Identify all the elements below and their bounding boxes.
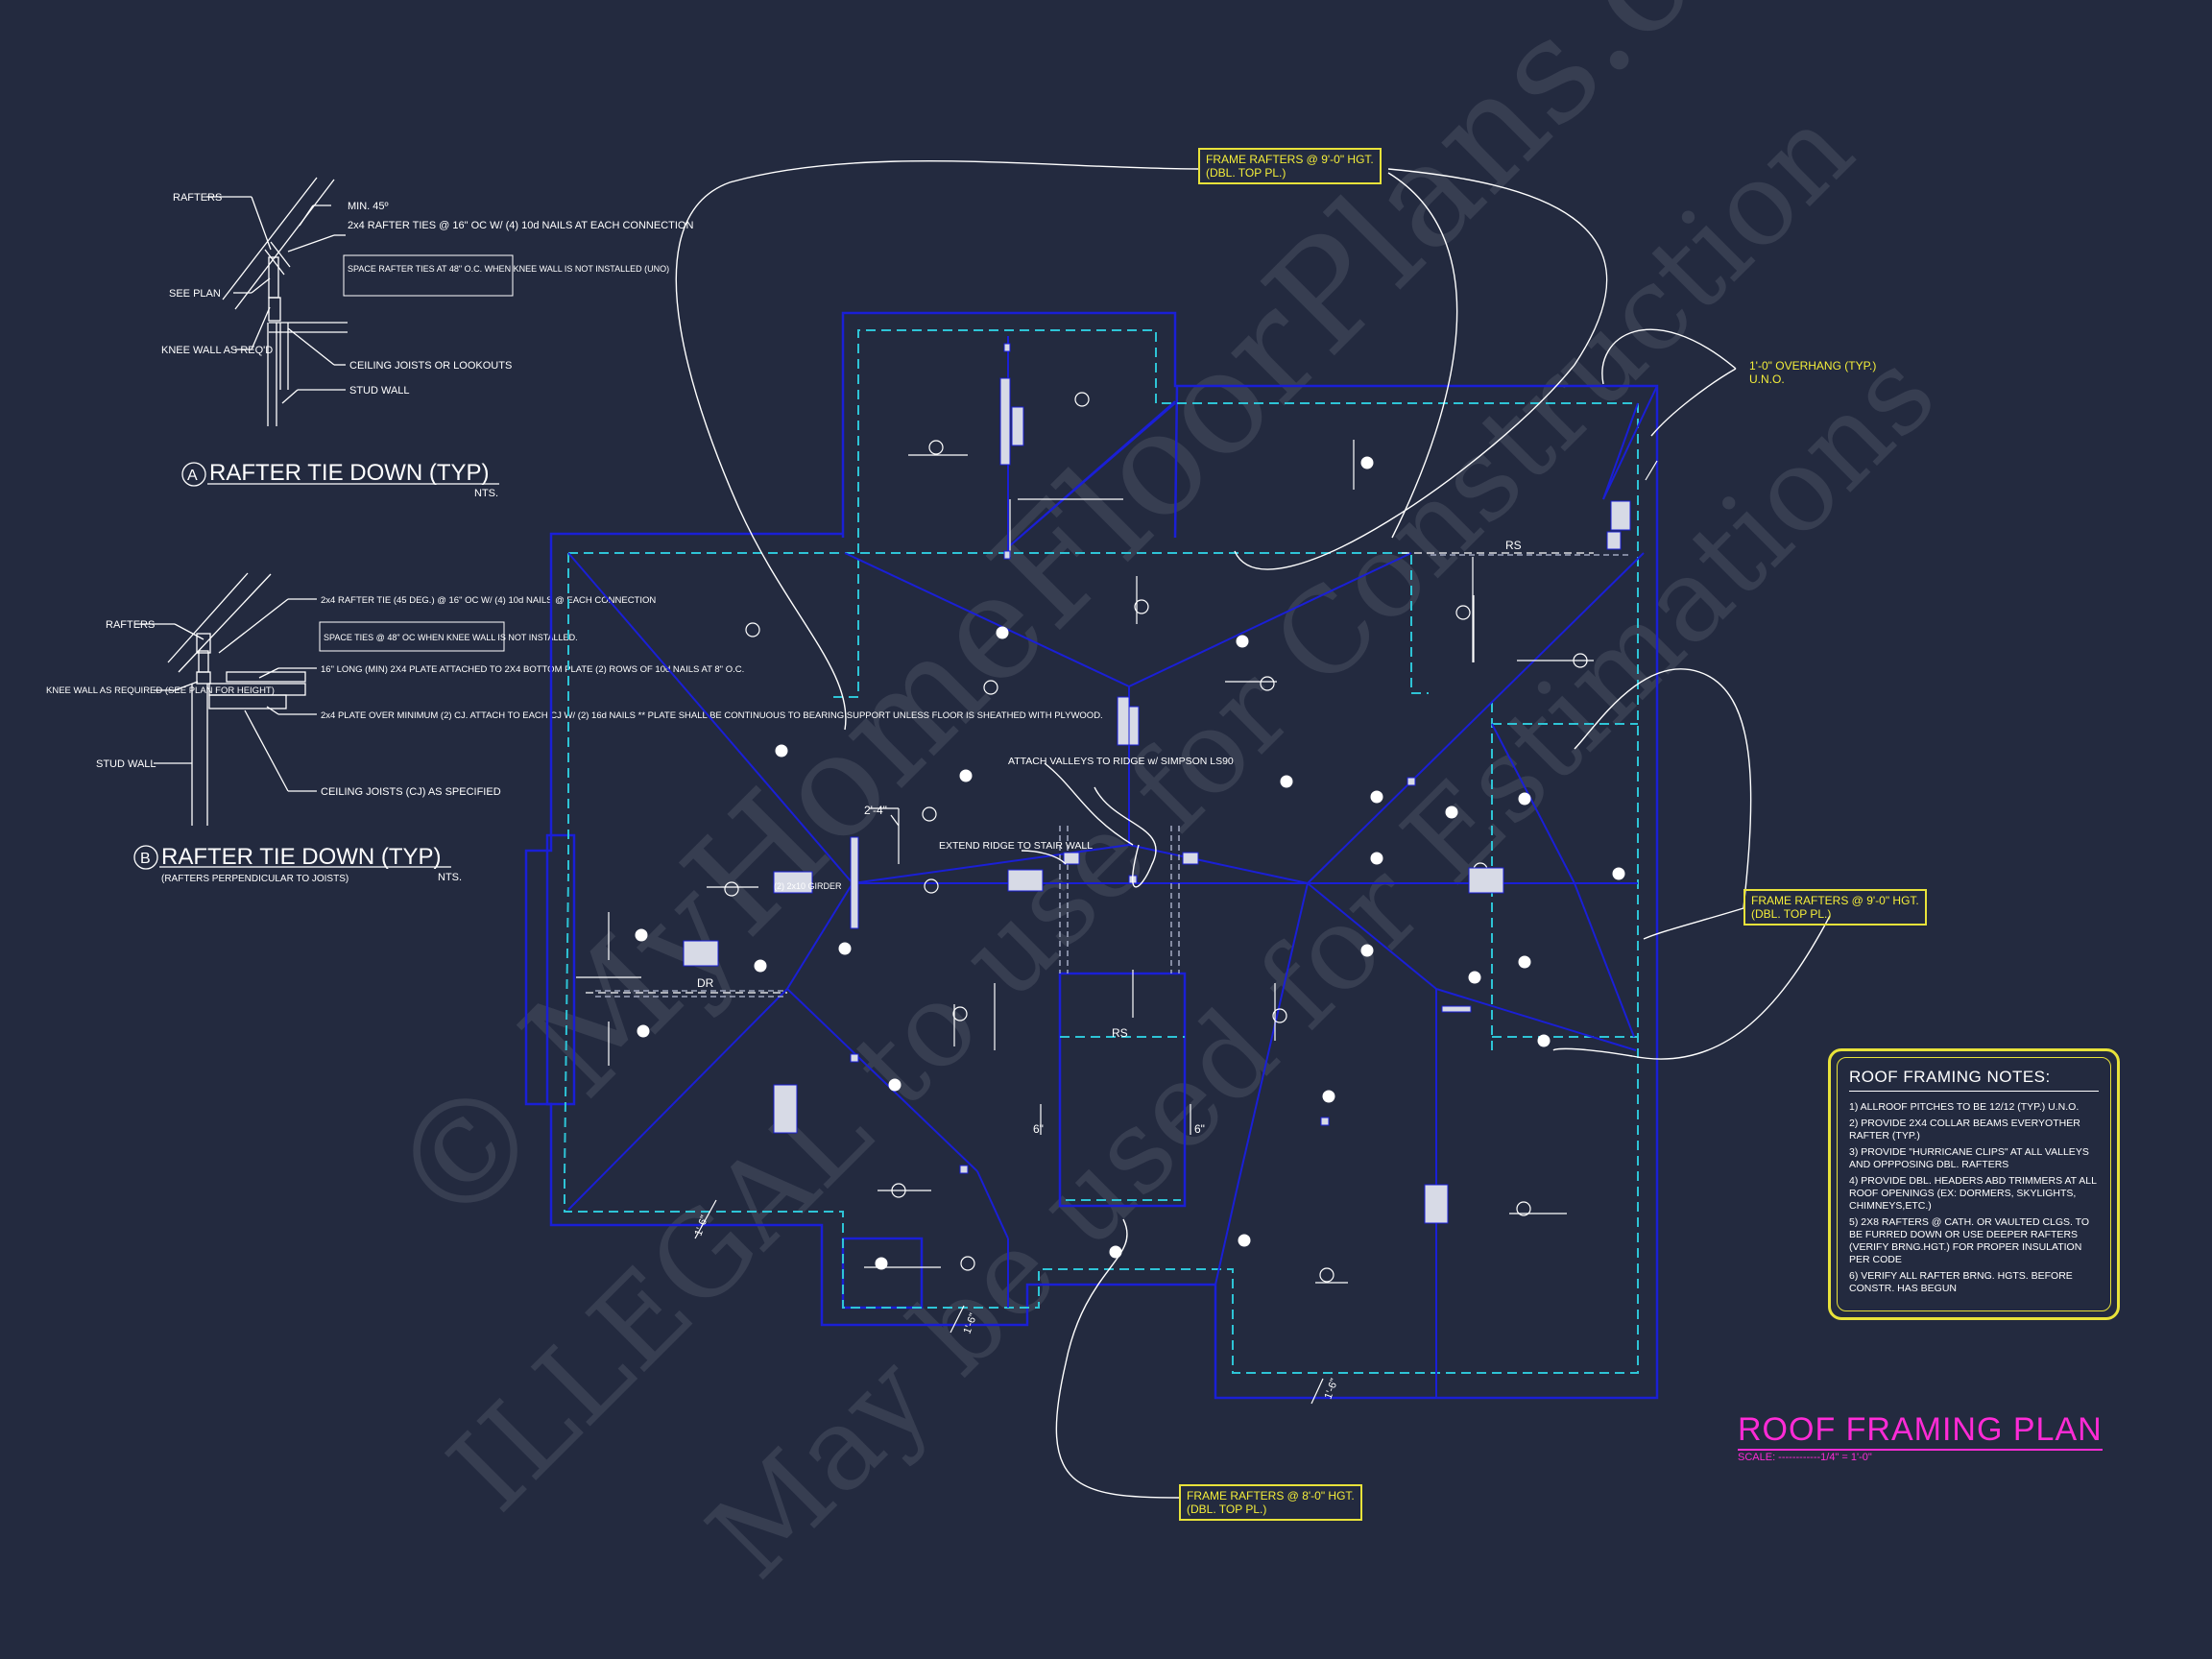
note-item-4: 4) PROVIDE DBL. HEADERS ABD TRIMMERS AT … <box>1849 1175 2097 1212</box>
watermark-line-2: ILLEGAL to use for Construction <box>424 83 1878 1536</box>
leader-lines <box>675 159 1831 1499</box>
detail-b-cj-label: CEILING JOISTS (CJ) AS SPECIFIED <box>321 786 501 798</box>
callout-right: FRAME RAFTERS @ 9'-0" HGT. (DBL. TOP PL.… <box>1743 889 1927 926</box>
detail-a-space-label: SPACE RAFTER TIES AT 48" O.C. WHEN KNEE … <box>348 264 669 274</box>
watermark: © MyHomeFloorPlans.com ILLEGAL to use fo… <box>357 0 1960 1604</box>
note-item-1: 1) ALLROOF PITCHES TO BE 12/12 (TYP.) U.… <box>1849 1101 2080 1113</box>
detail-b-title: RAFTER TIE DOWN (TYP) <box>161 844 442 870</box>
detail-b-plate-over-label: 2x4 PLATE OVER MINIMUM (2) CJ. ATTACH TO… <box>321 710 1103 721</box>
detail-a-see-plan-label: SEE PLAN <box>169 288 221 300</box>
detail-b-tie-label: 2x4 RAFTER TIE (45 DEG.) @ 16" OC W/ (4)… <box>321 595 656 606</box>
detail-b-rafters-label: RAFTERS <box>106 619 155 631</box>
note-item-6: 6) VERIFY ALL RAFTER BRNG. HGTS. BEFORE … <box>1849 1270 2073 1294</box>
detail-b-stud-label: STUD WALL <box>96 758 156 770</box>
plan-title: ROOF FRAMING PLAN <box>1738 1411 2103 1451</box>
note-item-2: 2) PROVIDE 2x4 COLLAR BEAMS EVERYOTHER R… <box>1849 1118 2080 1142</box>
hardware-marks <box>683 343 1631 1224</box>
detail-a-letter: A <box>187 468 198 484</box>
marker-bullets <box>635 456 1625 1270</box>
rs-label-top: RS <box>1505 539 1522 552</box>
roof-framing-notes-inner: ROOF FRAMING NOTES: 1) ALLROOF PITCHES T… <box>1837 1057 2111 1311</box>
detail-a-labels: RAFTERS MIN. 45º 2x4 RAFTER TIES @ 16" O… <box>161 192 693 499</box>
detail-b-subtitle: (RAFTERS PERPENDICULAR TO JOISTS) <box>161 874 349 884</box>
extend-ridge-label: EXTEND RIDGE TO STAIR WALL <box>939 840 1093 852</box>
detail-a-nts: NTS. <box>474 488 498 499</box>
stair-lines <box>595 554 1632 998</box>
callout-bottom: FRAME RAFTERS @ 8'-0" HGT. (DBL. TOP PL.… <box>1179 1484 1362 1521</box>
rafter-direction-marks <box>576 440 1658 1405</box>
left-bay <box>545 833 576 1106</box>
girder-label: (2) 2x10 GIRDER <box>774 881 842 891</box>
detail-a <box>181 177 514 487</box>
detail-a-knee-label: KNEE WALL AS REQ'D <box>161 345 273 356</box>
detail-a-rafters-label: RAFTERS <box>173 192 222 204</box>
attach-valleys-label: ATTACH VALLEYS TO RIDGE w/ SIMPSON LS90 <box>1008 756 1234 767</box>
plan-scale: SCALE: ------------1/4" = 1'-0" <box>1738 1452 1872 1463</box>
callout-top: FRAME RAFTERS @ 9'-0" HGT. (DBL. TOP PL.… <box>1198 148 1382 184</box>
detail-b-letter: B <box>140 851 151 867</box>
detail-a-title: RAFTER TIE DOWN (TYP) <box>209 460 490 486</box>
stair-box <box>1058 972 1187 1208</box>
detail-b-knee-label: KNEE WALL AS REQUIRED (SEE PLAN FOR HEIG… <box>46 685 275 696</box>
dim-6-left-label: 6" <box>1033 1122 1044 1136</box>
detail-a-joists-label: CEILING JOISTS OR LOOKOUTS <box>349 360 512 372</box>
detail-a-ties-label: 2x4 RAFTER TIES @ 16" OC W/ (4) 10d NAIL… <box>348 220 693 231</box>
detail-a-stud-label: STUD WALL <box>349 385 410 397</box>
dim-6-right-label: 6" <box>1194 1122 1205 1136</box>
detail-b-nts: NTS. <box>438 872 462 883</box>
note-item-5: 5) 2x8 RAFTERS @ CATH. OR VAULTED CLGS. … <box>1849 1216 2090 1265</box>
rs-label-stair: RS <box>1112 1026 1128 1040</box>
detail-b-space-label: SPACE TIES @ 48" OC WHEN KNEE WALL IS NO… <box>324 633 578 642</box>
detail-b <box>133 572 505 870</box>
roof-framing-notes: ROOF FRAMING NOTES: 1) ALLROOF PITCHES T… <box>1828 1048 2120 1320</box>
plan-labels: ATTACH VALLEYS TO RIDGE w/ SIMPSON LS90 … <box>693 539 1522 1401</box>
callout-overhang: 1'-0" OVERHANG (TYP.) U.N.O. <box>1749 359 1877 386</box>
detail-b-plate16-label: 16" LONG (MIN) 2X4 PLATE ATTACHED TO 2X4… <box>321 664 744 675</box>
dim-2-4-label: 2'-4" <box>864 804 887 817</box>
detail-a-min45-label: MIN. 45º <box>348 201 389 212</box>
notes-title: ROOF FRAMING NOTES: <box>1849 1068 2099 1092</box>
note-item-3: 3) PROVIDE "HURRICANE CLIPS" AT ALL VALL… <box>1849 1146 2089 1170</box>
detail-b-labels: RAFTERS 2x4 RAFTER TIE (45 DEG.) @ 16" O… <box>46 595 1103 884</box>
detail-a-ties-label-1: 2x4 RAFTER TIES @ 16" OC W/ (4) 10d NAIL… <box>348 220 693 231</box>
dr-label: DR <box>697 976 714 990</box>
